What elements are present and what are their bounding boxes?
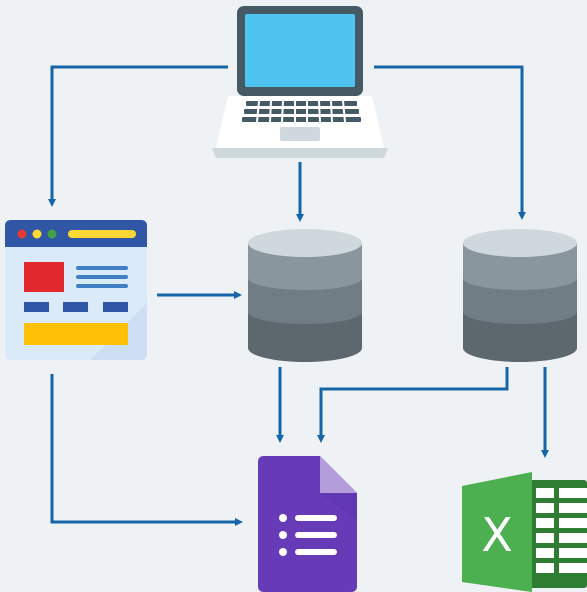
edge-database-2-to-google-forms: [317, 367, 509, 443]
excel-glyph: X: [481, 508, 513, 562]
edge-web-form-to-google-forms: [50, 374, 243, 526]
web-page-form-icon: [5, 220, 147, 360]
edge-laptop-to-web-form: [48, 65, 228, 207]
google-forms-icon: [258, 456, 357, 592]
database-icon: [248, 229, 362, 362]
laptop-icon: [212, 6, 388, 158]
excel-spreadsheet-icon: X: [462, 472, 587, 592]
connectors: [48, 65, 549, 526]
database-icon: [463, 229, 577, 362]
edge-laptop-to-database-2: [374, 65, 526, 220]
